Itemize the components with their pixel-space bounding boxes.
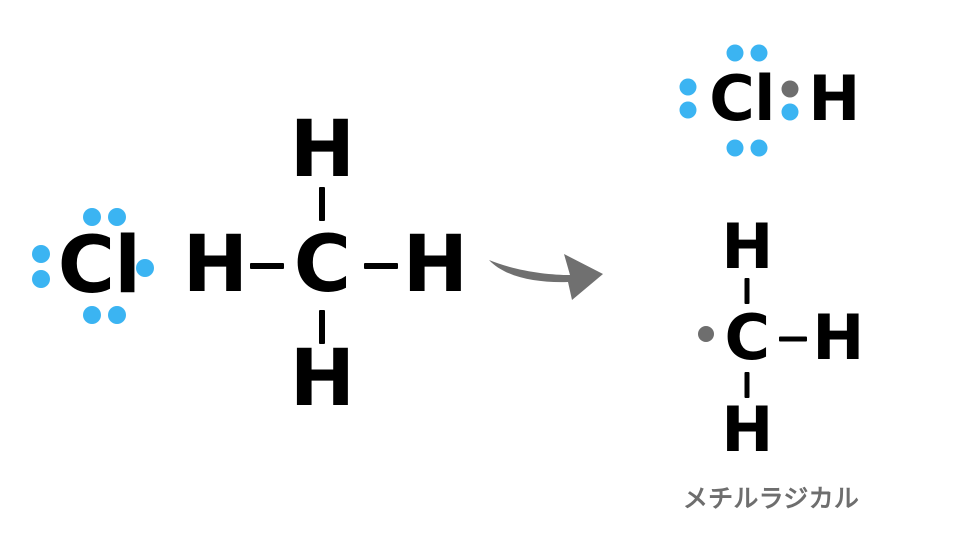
- reaction-arrow-icon: [489, 254, 603, 300]
- chlorine-lone-pair-bottom-left-electron-dot: [83, 306, 101, 324]
- methyl-hydrogen-right-label: H: [812, 301, 864, 374]
- methane-hydrogen-bottom-label: H: [289, 334, 355, 424]
- hcl-chlorine-atom-label: Cl: [709, 62, 775, 135]
- methane-bond-left: [250, 263, 284, 269]
- methane-carbon-label: C: [293, 220, 351, 310]
- methane-bond-right: [364, 263, 398, 269]
- chlorine-unpaired-electron-dot: [136, 259, 154, 277]
- reaction-arrow: [486, 234, 606, 310]
- methane-hydrogen-right-label: H: [402, 220, 468, 310]
- chlorine-lone-pair-left-top-electron-dot: [32, 245, 50, 263]
- hcl-chlorine-lone-pair-top-left-electron-dot: [726, 44, 744, 62]
- methyl-carbon-label: C: [724, 301, 771, 374]
- chlorine-lone-pair-top-right-electron-dot: [108, 208, 126, 226]
- methyl-hydrogen-top-label: H: [721, 210, 773, 283]
- methane-bond-top: [319, 187, 325, 221]
- chlorine-lone-pair-bottom-right-electron-dot: [108, 306, 126, 324]
- hcl-chlorine-lone-pair-left-bottom-electron-dot: [679, 101, 697, 119]
- hcl-bonding-pair-carbon-electron-dot: [781, 80, 799, 98]
- hcl-chlorine-lone-pair-bottom-left-electron-dot: [726, 139, 744, 157]
- chlorine-lone-pair-top-left-electron-dot: [83, 208, 101, 226]
- methyl-radical-electron-dot: [698, 326, 714, 342]
- methane-bond-bottom: [319, 310, 325, 344]
- hcl-chlorine-lone-pair-top-right-electron-dot: [750, 44, 768, 62]
- hcl-hydrogen-atom-label: H: [808, 62, 860, 135]
- methyl-bond-right: [779, 336, 807, 342]
- methyl-bond-bottom: [744, 372, 750, 398]
- chlorine-atom-label: Cl: [57, 221, 141, 311]
- methyl-bond-top: [744, 278, 750, 304]
- hcl-chlorine-lone-pair-bottom-right-electron-dot: [750, 139, 768, 157]
- methane-hydrogen-top-label: H: [289, 105, 355, 195]
- chlorine-lone-pair-left-bottom-electron-dot: [32, 270, 50, 288]
- methyl-radical-caption: メチルラジカル: [682, 484, 860, 513]
- methyl-hydrogen-bottom-label: H: [721, 393, 773, 466]
- methane-hydrogen-left-label: H: [182, 220, 248, 310]
- hcl-chlorine-lone-pair-left-top-electron-dot: [679, 78, 697, 96]
- hcl-bonding-pair-chlorine-electron-dot: [781, 103, 799, 121]
